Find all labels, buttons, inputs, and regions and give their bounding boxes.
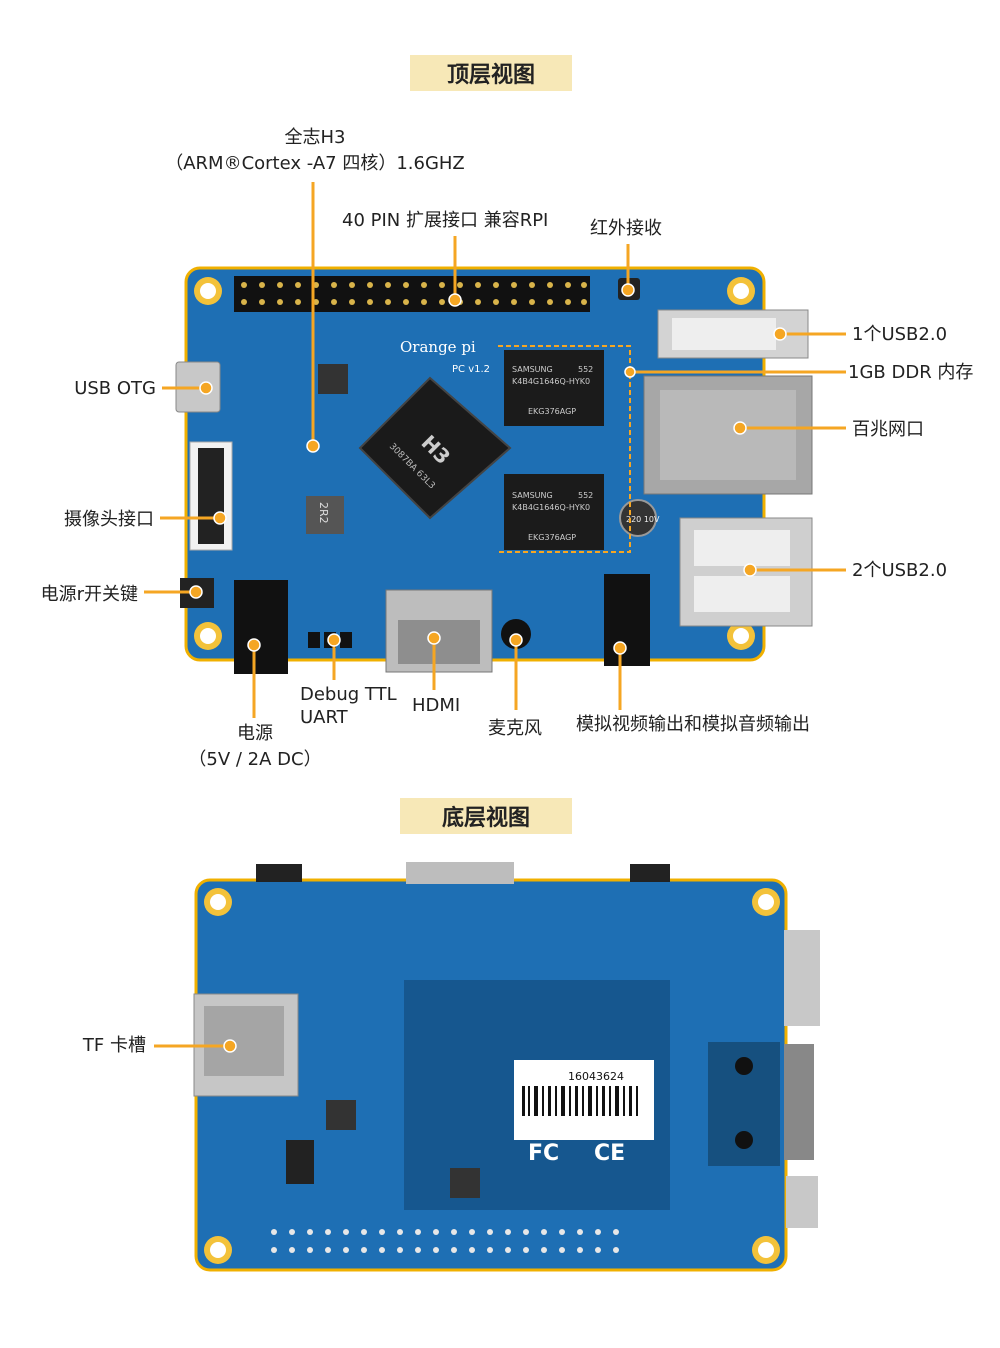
label-hdmi: HDMI: [412, 695, 461, 716]
label-ir: 红外接收: [590, 218, 662, 239]
gpio-header: [234, 276, 590, 312]
top-view-title: 顶层视图: [410, 55, 572, 91]
board-model: PC v1.2: [452, 364, 490, 375]
mounting-holes-top: [194, 277, 755, 650]
label-uart-line1: Debug TTL: [300, 684, 397, 705]
label-av-out: 模拟视频输出和模拟音频输出: [576, 714, 810, 735]
bottom-board: 16043624 FC CE: [193, 862, 820, 1272]
ethernet-port: [643, 375, 813, 495]
label-ethernet: 百兆网口: [852, 419, 924, 440]
mounting-holes-bottom: [204, 888, 780, 1264]
svg-text:K4B4G1646Q-HYK0: K4B4G1646Q-HYK0: [512, 503, 590, 512]
svg-text:K4B4G1646Q-HYK0: K4B4G1646Q-HYK0: [512, 377, 590, 386]
bottom-view-title: 底层视图: [400, 798, 572, 834]
label-usb-otg: USB OTG: [74, 378, 156, 399]
board-logo: Orange pi: [400, 338, 476, 356]
fcc-mark: FC: [528, 1141, 559, 1166]
label-power-line1: 电源: [237, 723, 273, 744]
svg-text:SAMSUNG: SAMSUNG: [512, 491, 553, 500]
ram-chip-2: SAMSUNG 552 K4B4G1646Q-HYK0 EKG376AGP: [504, 474, 604, 550]
barcode-sticker: 16043624: [514, 1060, 654, 1140]
soc-chip: H3 3087BA 63L3: [358, 376, 512, 520]
label-soc-line2: （ARM®Cortex -A7 四核）1.6GHZ: [165, 153, 465, 174]
top-pointers: [144, 182, 846, 718]
ram-chip-1: SAMSUNG 552 K4B4G1646Q-HYK0 EKG376AGP: [504, 350, 604, 426]
av-jack: [604, 574, 650, 666]
svg-text:EKG376AGP: EKG376AGP: [528, 533, 576, 542]
label-usb-dual: 2个USB2.0: [852, 560, 948, 581]
svg-text:220 10V: 220 10V: [626, 515, 660, 524]
svg-text:EKG376AGP: EKG376AGP: [528, 407, 576, 416]
svg-text:2R2: 2R2: [317, 502, 330, 524]
dc-jack: [234, 580, 288, 674]
bottom-pointers: [154, 1039, 237, 1053]
inductor-top: 2R2: [306, 496, 344, 534]
label-camera: 摄像头接口: [64, 509, 154, 530]
tf-card-slot: [193, 993, 299, 1097]
svg-text:552: 552: [578, 365, 593, 374]
label-power-key: 电源r开关键: [40, 584, 138, 605]
label-usb-single: 1个USB2.0: [852, 324, 948, 345]
svg-text:SAMSUNG: SAMSUNG: [512, 365, 553, 374]
ce-mark: CE: [594, 1141, 625, 1166]
label-mic: 麦克风: [488, 718, 542, 739]
label-tf: TF 卡槽: [82, 1035, 146, 1056]
label-gpio: 40 PIN 扩展接口 兼容RPI: [342, 210, 549, 231]
svg-text:16043624: 16043624: [568, 1070, 624, 1083]
label-ddr: 1GB DDR 内存: [848, 362, 974, 383]
label-power-line2: （5V / 2A DC）: [188, 749, 322, 770]
svg-text:552: 552: [578, 491, 593, 500]
top-board: Orange pi PC v1.2 H3 3087BA 63L3 SAMSUNG…: [175, 266, 813, 674]
hdmi-port: [385, 589, 493, 673]
label-uart-line2: UART: [300, 707, 348, 728]
label-soc-line1: 全志H3: [284, 127, 346, 148]
